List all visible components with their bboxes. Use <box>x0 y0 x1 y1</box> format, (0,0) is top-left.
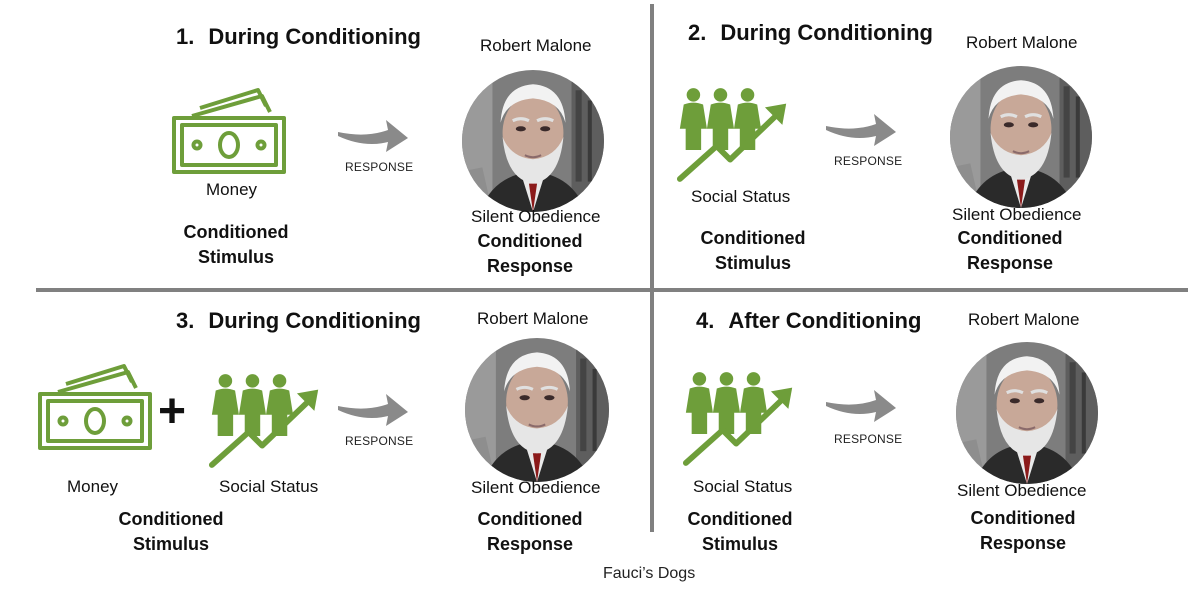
panel-4-behavior: Silent Obedience <box>957 481 1086 501</box>
panel-3-stimulus-line1: Conditioned <box>101 507 241 532</box>
panel-4-response-label: RESPONSE <box>834 432 902 446</box>
arrow-icon <box>338 118 408 154</box>
panel-3-response-line1: Conditioned <box>460 507 600 532</box>
panel-1-heading: 1. During Conditioning <box>176 24 421 50</box>
panel-1-title: During Conditioning <box>208 24 421 49</box>
panel-2-person-name: Robert Malone <box>966 33 1078 53</box>
panel-4-response-line2: Response <box>953 531 1093 556</box>
panel-2-stimulus-label: Conditioned Stimulus <box>683 226 823 276</box>
panel-1-stimulus-item: Money <box>206 180 257 200</box>
social-status-icon <box>676 86 792 183</box>
panel-3-stimulus-label: Conditioned Stimulus <box>101 507 241 557</box>
panel-3-behavior: Silent Obedience <box>471 478 600 498</box>
panel-2-heading: 2. During Conditioning <box>688 20 933 46</box>
panel-4-stimulus-label: Conditioned Stimulus <box>670 507 810 557</box>
panel-3-title: During Conditioning <box>208 308 421 333</box>
money-icon <box>36 362 156 452</box>
panel-4-portrait <box>956 342 1098 484</box>
panel-4-heading: 4. After Conditioning <box>696 308 921 334</box>
panel-3-stimulus-line2: Stimulus <box>101 532 241 557</box>
panel-4-stimulus-line1: Conditioned <box>670 507 810 532</box>
panel-3-response-text: Conditioned Response <box>460 507 600 557</box>
panel-1-number: 1. <box>176 24 194 50</box>
panel-1-response-line2: Response <box>460 254 600 279</box>
panel-2-number: 2. <box>688 20 706 46</box>
panel-3-stimulus-item-money: Money <box>67 477 118 497</box>
panel-4-title: After Conditioning <box>728 308 921 333</box>
panel-4-stimulus-line2: Stimulus <box>670 532 810 557</box>
money-icon <box>170 86 290 176</box>
vertical-divider <box>650 4 654 532</box>
panel-1-person-name: Robert Malone <box>480 36 592 56</box>
panel-1-stimulus-line1: Conditioned <box>166 220 306 245</box>
panel-1-behavior: Silent Obedience <box>471 207 600 227</box>
panel-2-response-label: RESPONSE <box>834 154 902 168</box>
panel-2-portrait <box>950 66 1092 208</box>
panel-3-response-line2: Response <box>460 532 600 557</box>
social-status-icon <box>208 372 324 469</box>
panel-1-response-line1: Conditioned <box>460 229 600 254</box>
panel-1-stimulus-line2: Stimulus <box>166 245 306 270</box>
arrow-icon <box>826 388 896 424</box>
panel-4-response-line1: Conditioned <box>953 506 1093 531</box>
arrow-icon <box>338 392 408 428</box>
panel-4-number: 4. <box>696 308 714 334</box>
panel-2-stimulus-item: Social Status <box>691 187 790 207</box>
panel-2-title: During Conditioning <box>720 20 933 45</box>
panel-2-behavior: Silent Obedience <box>952 205 1081 225</box>
panel-3-response-label: RESPONSE <box>345 434 413 448</box>
panel-1-stimulus-label: Conditioned Stimulus <box>166 220 306 270</box>
panel-3-number: 3. <box>176 308 194 334</box>
panel-2-stimulus-line2: Stimulus <box>683 251 823 276</box>
panel-2-response-text: Conditioned Response <box>940 226 1080 276</box>
panel-4-stimulus-item: Social Status <box>693 477 792 497</box>
panel-2-response-line2: Response <box>940 251 1080 276</box>
arrow-icon <box>826 112 896 148</box>
panel-4-response-text: Conditioned Response <box>953 506 1093 556</box>
panel-2-response-line1: Conditioned <box>940 226 1080 251</box>
panel-1-response-text: Conditioned Response <box>460 229 600 279</box>
figure-caption: Fauci’s Dogs <box>603 565 695 583</box>
panel-3-portrait <box>465 338 609 482</box>
social-status-icon <box>682 370 798 467</box>
horizontal-divider <box>36 288 1188 292</box>
plus-icon: + <box>158 388 186 436</box>
panel-1-response-label: RESPONSE <box>345 160 413 174</box>
panel-2-stimulus-line1: Conditioned <box>683 226 823 251</box>
panel-3-heading: 3. During Conditioning <box>176 308 421 334</box>
panel-3-stimulus-item-social: Social Status <box>219 477 318 497</box>
panel-3-person-name: Robert Malone <box>477 309 589 329</box>
panel-4-person-name: Robert Malone <box>968 310 1080 330</box>
panel-1-portrait <box>462 70 604 212</box>
